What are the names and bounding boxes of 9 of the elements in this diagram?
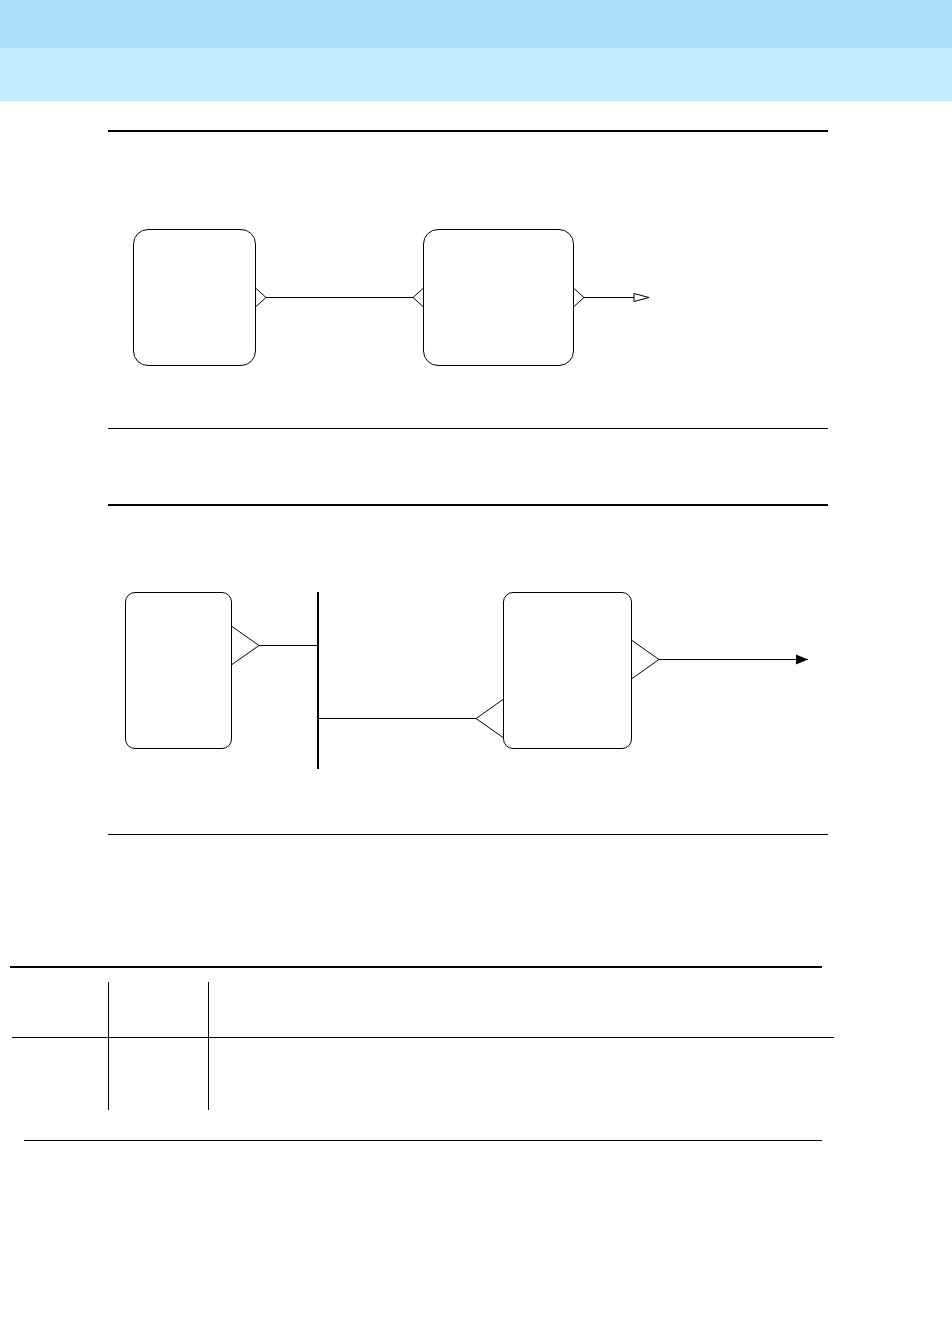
- connector: [255, 288, 424, 307]
- entity-box: [503, 592, 632, 749]
- connector: [231, 626, 318, 665]
- entity-box: [125, 592, 232, 749]
- entity-box: [423, 229, 574, 366]
- entity-box: [133, 229, 256, 366]
- connector: [318, 699, 504, 738]
- connector: [573, 288, 650, 307]
- connector: [631, 640, 809, 679]
